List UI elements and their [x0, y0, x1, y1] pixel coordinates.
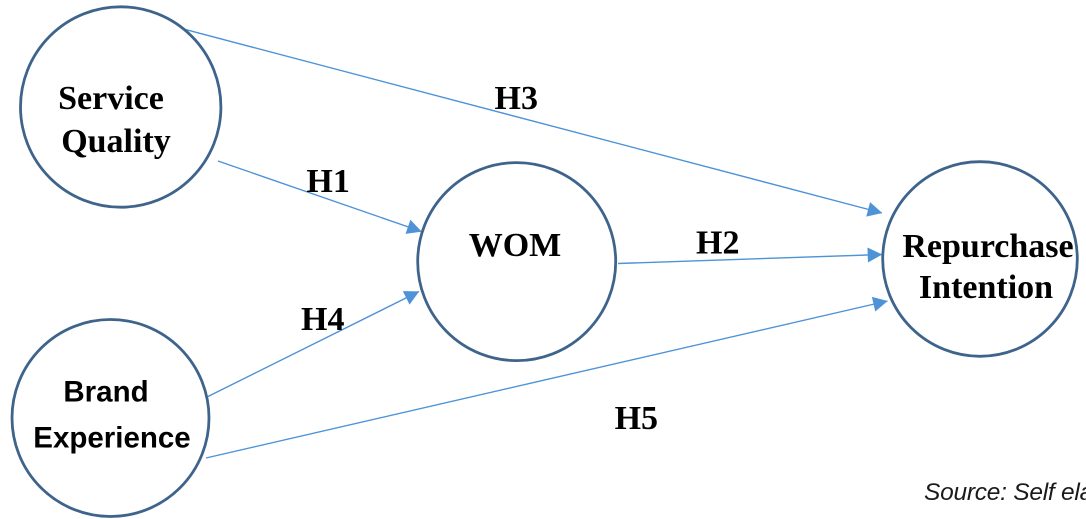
svg-text:Source: Self elaboration: Source: Self elaboration [924, 479, 1086, 506]
svg-text:Brand: Brand [63, 376, 148, 409]
svg-text:WOM: WOM [469, 227, 562, 264]
svg-text:H5: H5 [615, 400, 658, 437]
svg-text:H3: H3 [495, 80, 538, 117]
svg-text:Intention: Intention [919, 269, 1053, 306]
svg-text:Service: Service [58, 80, 164, 117]
svg-text:H1: H1 [306, 163, 349, 200]
svg-text:Experience: Experience [33, 422, 190, 455]
svg-text:H4: H4 [301, 301, 344, 338]
svg-text:H2: H2 [696, 225, 739, 262]
svg-text:Quality: Quality [61, 123, 171, 160]
svg-text:Repurchase: Repurchase [902, 228, 1073, 265]
